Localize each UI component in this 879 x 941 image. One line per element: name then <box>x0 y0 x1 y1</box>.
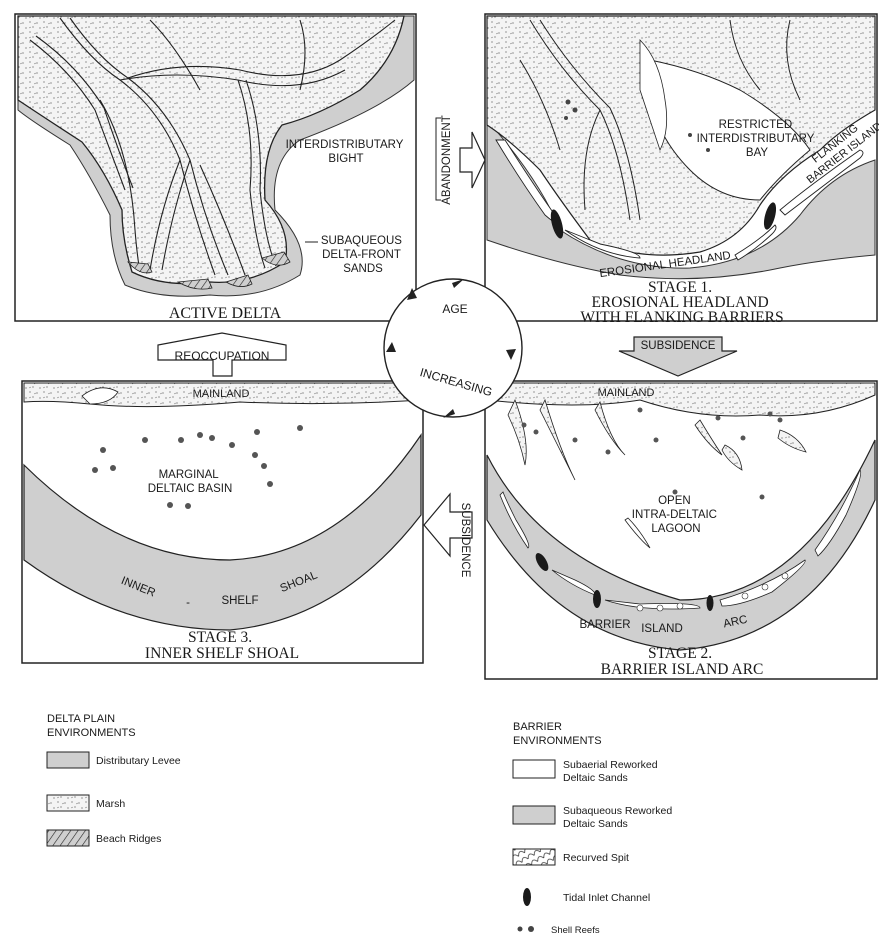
legend-distributary-levee: Distributary Levee <box>96 755 181 767</box>
legend-tidal-inlet: Tidal Inlet Channel <box>563 892 650 904</box>
panel-stage-1: RESTRICTED INTERDISTRIBUTARY BAY FLANKIN… <box>485 14 879 326</box>
legend-recurved-spit: Recurved Spit <box>563 852 629 864</box>
swatch-shell-reef-2 <box>528 926 534 932</box>
legend-barrier-heading: BARRIER ENVIRONMENTS <box>513 721 602 747</box>
age-cycle-circle: AGE INCREASING <box>384 279 522 418</box>
legend-subaerial: Subaerial Reworked Deltaic Sands <box>563 759 660 784</box>
active-delta-title: ACTIVE DELTA <box>169 305 282 322</box>
stage-2-mainland-label: MAINLAND <box>598 387 655 399</box>
panel-stage-3: MAINLAND MARGINAL DELTAIC BASIN INNER - … <box>22 381 423 663</box>
swatch-marsh <box>47 795 89 811</box>
age-label: AGE <box>442 302 467 316</box>
swatch-shell-reef-1 <box>518 927 523 932</box>
shoal-word-shelf: SHELF <box>221 595 258 607</box>
subsidence-left-label: SUBSIDENCE <box>459 503 471 578</box>
subsidence-left-arrow: SUBSIDENCE <box>424 494 472 578</box>
swatch-subaqueous <box>513 806 555 824</box>
subsidence-down-label: SUBSIDENCE <box>641 340 716 352</box>
arc-word-island: ISLAND <box>641 623 683 635</box>
abandonment-label: ABANDONMENT <box>441 115 453 204</box>
legend-shell-reefs: Shell Reefs <box>551 925 600 936</box>
swatch-subaerial <box>513 760 555 778</box>
arc-word-barrier: BARRIER <box>579 619 630 631</box>
legend-subaqueous: Subaqueous Reworked Deltaic Sands <box>563 805 675 830</box>
stage-3-mainland-label: MAINLAND <box>193 388 250 400</box>
subsidence-down-arrow: SUBSIDENCE <box>619 337 737 376</box>
swatch-distributary-levee <box>47 752 89 768</box>
abandonment-arrow: ABANDONMENT <box>436 115 485 204</box>
legend-marsh: Marsh <box>96 798 125 810</box>
legend-beach-ridges: Beach Ridges <box>96 833 161 845</box>
legend-barrier: BARRIER ENVIRONMENTS Subaerial Reworked … <box>513 721 675 936</box>
swatch-beach-ridges <box>47 830 89 846</box>
swatch-recurved-spit <box>513 849 555 865</box>
shoal-word-dash: - <box>186 597 190 609</box>
legend-delta-plain: DELTA PLAIN ENVIRONMENTS Distributary Le… <box>47 713 181 846</box>
swatch-tidal-inlet <box>523 888 531 906</box>
legend-delta-plain-heading: DELTA PLAIN ENVIRONMENTS <box>47 713 136 739</box>
panel-active-delta: INTERDISTRIBUTARY BIGHT SUBAQUEOUS DELTA… <box>15 14 416 322</box>
panel-stage-2: MAINLAND OPEN INTRA-DELTAIC LAGOON BARRI… <box>485 381 877 679</box>
reoccupation-arrow: REOCCUPATION <box>158 333 286 376</box>
reoccupation-label: REOCCUPATION <box>175 349 270 363</box>
